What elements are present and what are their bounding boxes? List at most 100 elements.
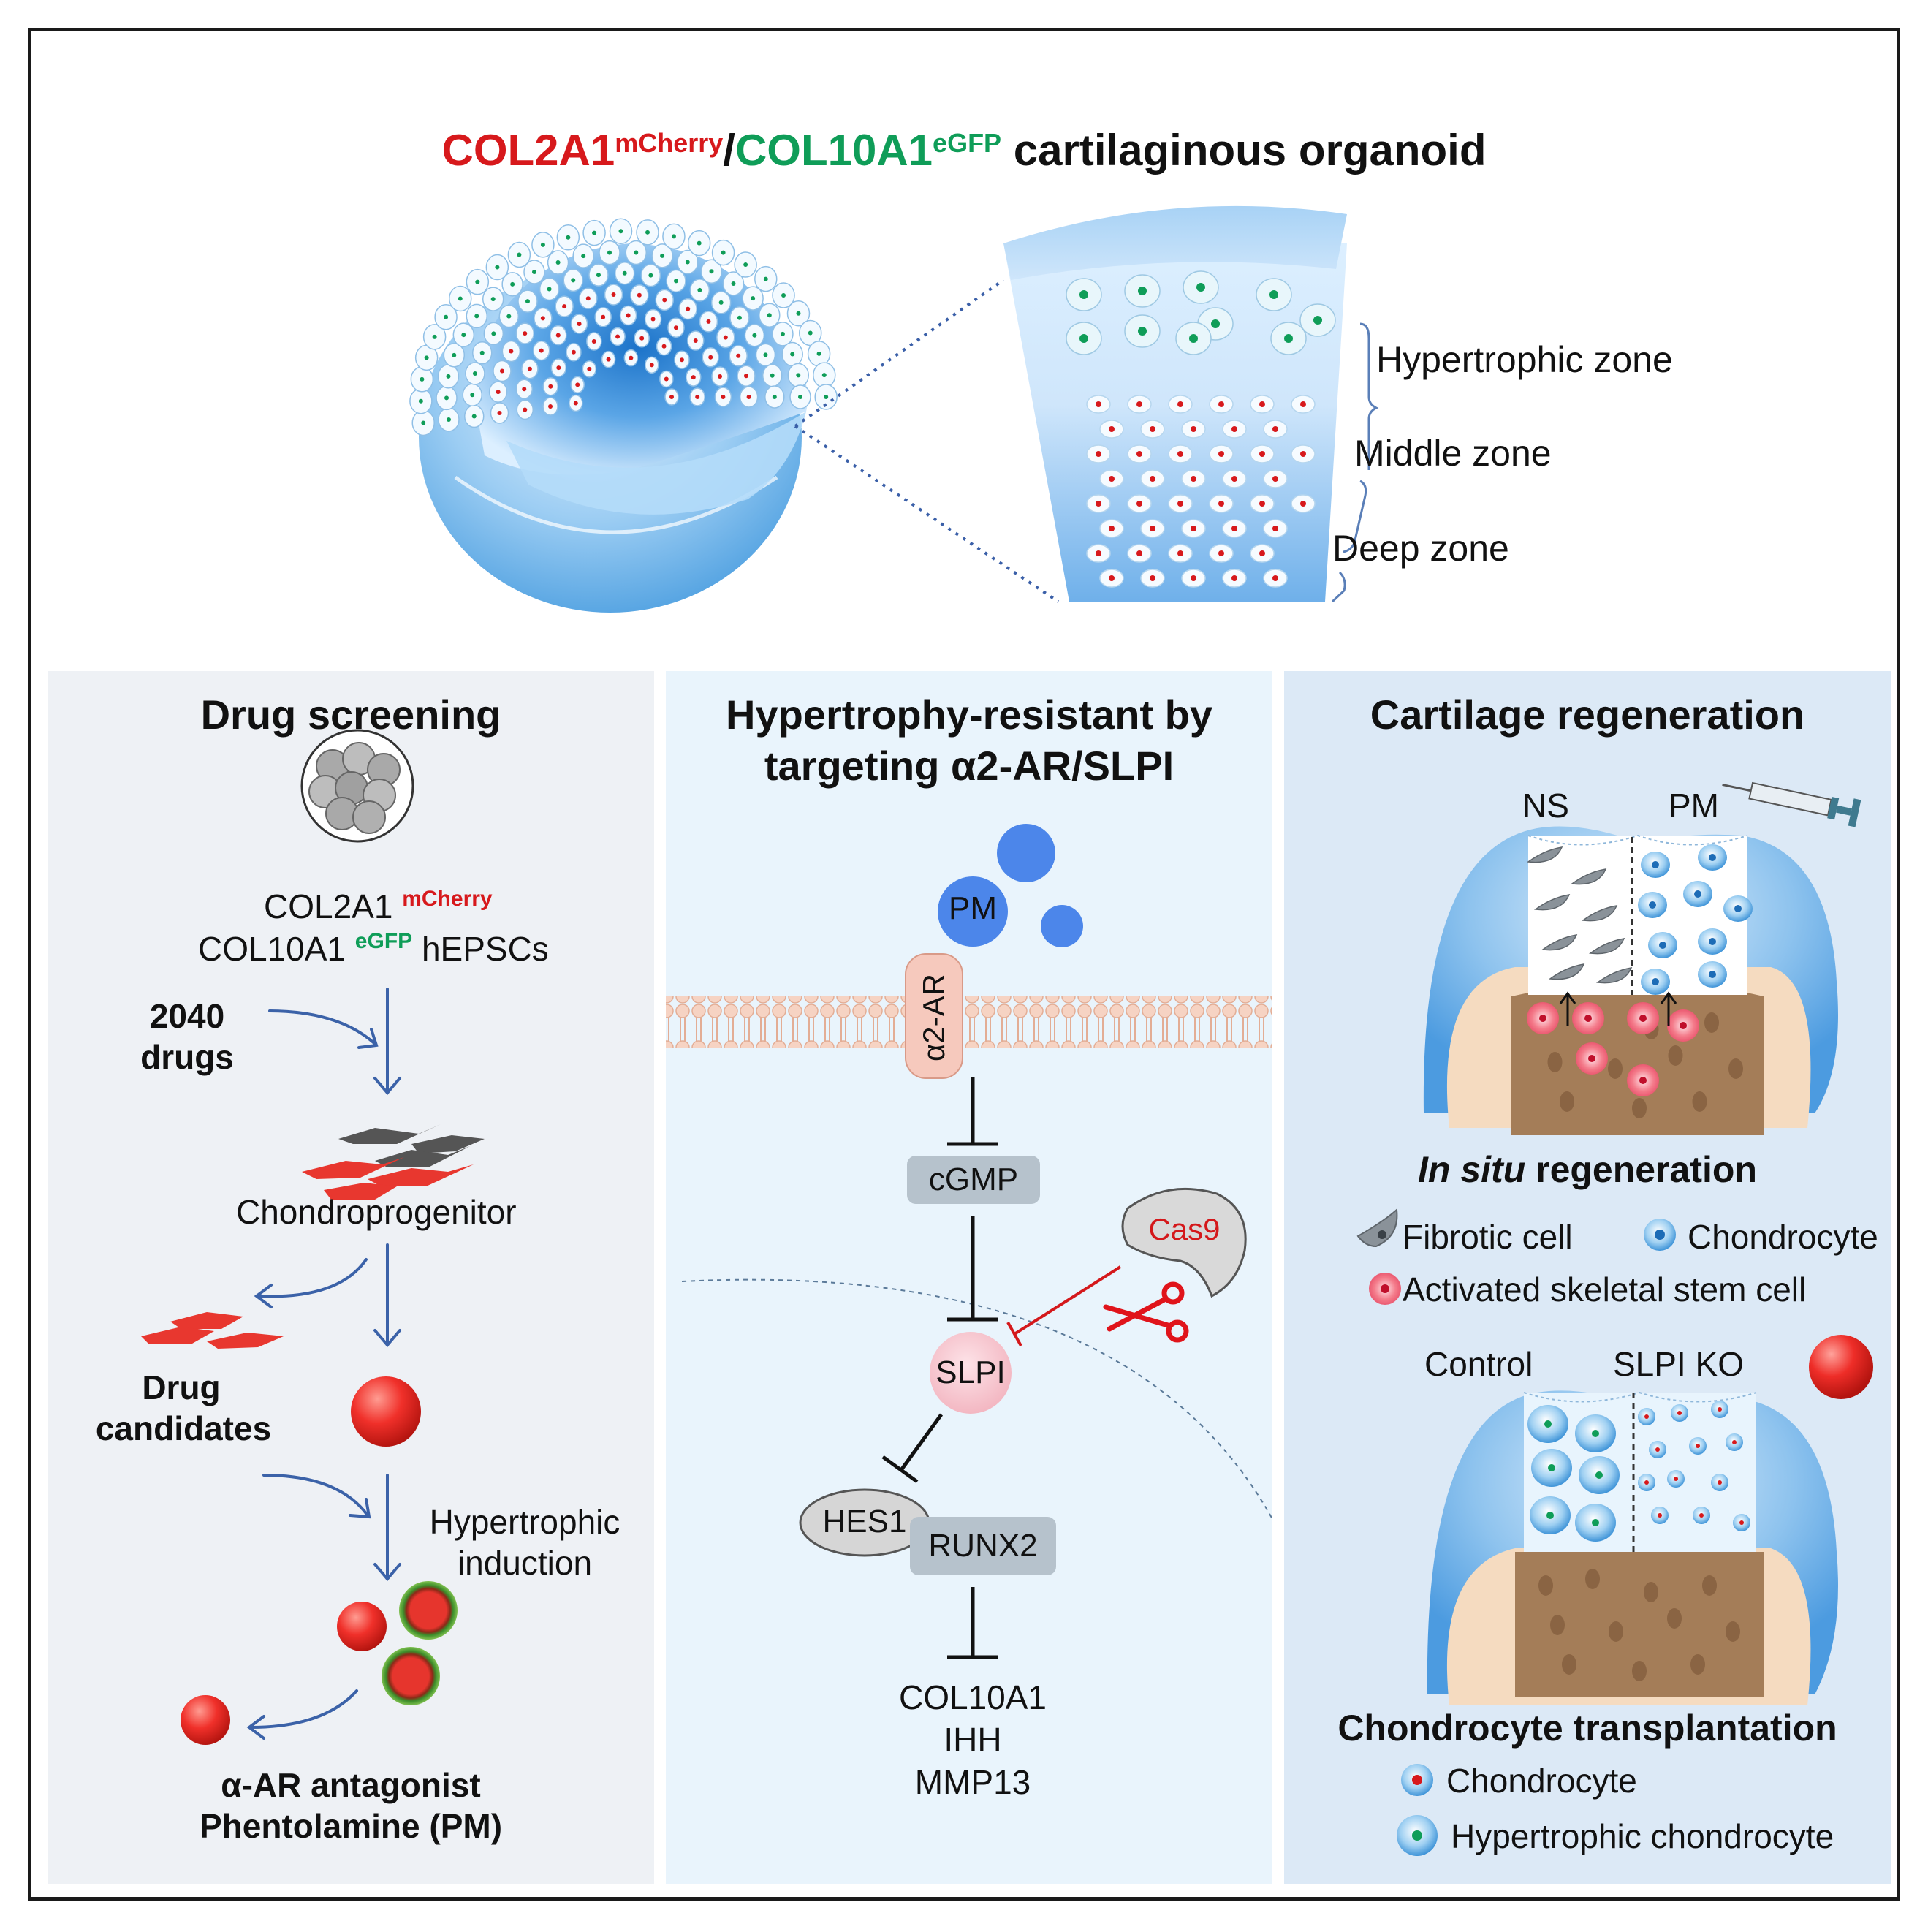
cell-line-2: COL10A1 eGFP hEPSCs [198, 929, 549, 969]
cell-nucleus [662, 298, 667, 303]
hepsc-colony-cells [308, 742, 401, 834]
cell-nucleus [1300, 451, 1306, 457]
ns-label: NS [1522, 787, 1569, 825]
cell-nucleus [522, 387, 527, 392]
cell-nucleus [517, 252, 522, 257]
cell-nucleus [1138, 287, 1147, 295]
hypertrophic-cell-2 [382, 1647, 440, 1705]
bone-spot [1644, 1582, 1658, 1602]
cell-nucleus [1150, 476, 1155, 482]
cell-nucleus [1191, 426, 1196, 432]
cell-nucleus [1674, 1477, 1678, 1481]
target-col10a1: COL10A1 [898, 1678, 1047, 1716]
cell-nucleus [673, 325, 678, 330]
cell-nucleus [648, 273, 653, 278]
cell-nucleus [737, 315, 742, 320]
cell-nucleus [1150, 426, 1155, 432]
bone-spot [1560, 1091, 1574, 1112]
cell-nucleus [1196, 283, 1205, 292]
cell-nucleus [461, 333, 466, 338]
cell-nucleus [1644, 1480, 1649, 1485]
cell-nucleus [796, 311, 801, 316]
fibrotic-cell [1570, 868, 1607, 885]
cell-nucleus [708, 355, 713, 360]
main-title: COL2A1mCherry/COL10A1eGFP cartilaginous … [31, 96, 1897, 205]
cell-nucleus [581, 254, 586, 259]
cell-nucleus [556, 365, 561, 371]
cell-nucleus [446, 374, 451, 379]
cell-nucleus [1718, 1480, 1722, 1485]
legend-fibrotic: Fibrotic cell [1403, 1218, 1573, 1256]
result-line2: Phentolamine (PM) [199, 1807, 503, 1845]
cell-nucleus [660, 253, 665, 258]
fibrotic-cell-icon [1356, 1208, 1398, 1248]
cell-nucleus [1259, 550, 1265, 556]
cell-nucleus [1658, 1513, 1662, 1518]
cell-line-mcherry: mCherry [402, 887, 493, 911]
cell-nucleus [540, 316, 545, 321]
cell-nucleus [661, 344, 667, 349]
cell-nucleus [432, 334, 437, 339]
zone-hypertrophic: Hypertrophic zone [1376, 339, 1673, 380]
candidates-line2: candidates [95, 1409, 272, 1447]
cell-nucleus [1211, 319, 1220, 328]
cell-nucleus [1259, 501, 1265, 507]
cell-nucleus [1177, 501, 1183, 507]
mechanism-title-2: targeting α2-AR/SLPI [764, 743, 1174, 789]
cell-nucleus [420, 376, 425, 382]
cell-nucleus [1272, 426, 1278, 432]
fibrotic-cell [1541, 934, 1578, 951]
cell-nucleus [1639, 1015, 1647, 1022]
cell-nucleus [424, 355, 429, 360]
cell-line-col10a1: COL10A1 [198, 930, 346, 968]
bone-spot [1728, 1058, 1743, 1079]
cell-nucleus [471, 414, 477, 419]
cell-nucleus [691, 375, 696, 380]
cell-nucleus [1177, 451, 1183, 457]
induction-line1: Hypertrophic [429, 1503, 620, 1541]
bone-spot [1692, 1091, 1707, 1112]
cell-nucleus [1259, 451, 1265, 457]
cell-nucleus [615, 334, 620, 339]
cell-nucleus [1584, 1015, 1592, 1022]
cell-nucleus [1109, 426, 1115, 432]
hypertrophic-cell-1 [399, 1581, 458, 1640]
fibrotic-cell [1526, 846, 1563, 863]
in-situ-title: In situ regeneration [1284, 1148, 1891, 1191]
pm-label: PM [949, 890, 997, 926]
cell-nucleus [474, 314, 479, 319]
regeneration-title: Cartilage regeneration [1370, 692, 1805, 738]
bone-spot [1562, 1654, 1576, 1675]
red-cell-large [351, 1376, 421, 1447]
cell-nucleus [1592, 1430, 1599, 1437]
cell-nucleus [1588, 1055, 1595, 1062]
cell-nucleus [721, 250, 726, 255]
runx2-box: RUNX2 [910, 1517, 1056, 1575]
cell-line-1: COL2A1 mCherry [264, 887, 493, 926]
title-egfp: eGFP [933, 128, 1002, 158]
cell-nucleus [1191, 526, 1196, 531]
cell-nucleus [1218, 501, 1224, 507]
cell-nucleus [606, 357, 611, 362]
cell-nucleus [816, 351, 821, 356]
scissors-icon [1103, 1281, 1189, 1343]
fibrotic-cell [1548, 963, 1585, 980]
cell-nucleus [523, 331, 528, 336]
candidates-line1: Drug [142, 1368, 221, 1406]
mechanism-graphics [666, 824, 1273, 1659]
cell-nucleus [523, 407, 528, 412]
target-ihh: IHH [944, 1721, 1002, 1759]
cell-nucleus [1096, 550, 1101, 556]
cell-nucleus [626, 313, 631, 318]
cell-nucleus [458, 296, 463, 301]
bone-spot [1726, 1621, 1740, 1642]
cell-nucleus [1191, 476, 1196, 482]
cell-line-col2a1: COL2A1 [264, 887, 393, 925]
red-cell-induced [337, 1602, 387, 1651]
cell-line-hepscs: hEPSCs [421, 930, 549, 968]
organoid-sphere [409, 205, 1379, 613]
legend2-hypertrophic: Hypertrophic chondrocyte [1451, 1817, 1834, 1855]
cell-nucleus [763, 352, 768, 357]
cell-nucleus [479, 350, 485, 355]
cell-nucleus [1272, 526, 1278, 531]
